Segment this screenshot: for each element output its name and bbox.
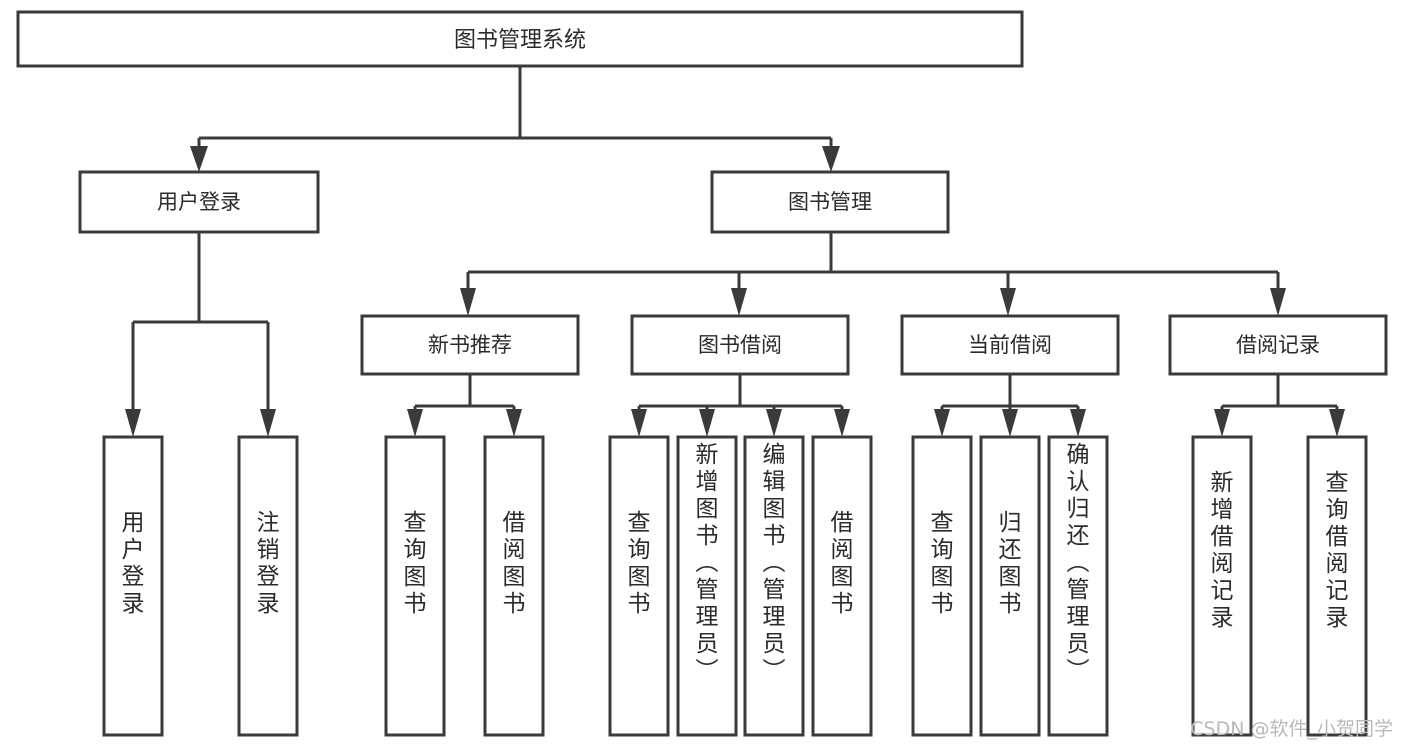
connector-group-current-borrow (934, 374, 1086, 437)
node-current-borrow-label: 当前借阅 (968, 333, 1052, 357)
leaf-query-book-3-label: 查询图书 (931, 510, 954, 617)
arrow-head-leaf-borrow-book-1 (506, 409, 522, 437)
node-book-borrow-box[interactable] (630, 314, 850, 376)
leaf-query-book-2[interactable]: 查询图书 (608, 435, 670, 737)
leaf-query-borrow-record-box[interactable] (1306, 435, 1368, 737)
leaf-add-book-admin[interactable]: 新增图书︵管理员︶ (676, 435, 738, 737)
leaf-return-book-box[interactable] (979, 435, 1041, 737)
arrow-head-to-book-manage (822, 146, 840, 172)
leaf-return-book[interactable]: 归还图书 (979, 435, 1041, 737)
node-user-login-label: 用户登录 (157, 190, 241, 214)
leaf-add-borrow-record-box[interactable] (1191, 435, 1253, 737)
connector-group-book-manage (460, 232, 1286, 316)
leaf-user-logout-box[interactable] (237, 435, 299, 737)
connector-group-root (190, 66, 840, 172)
arrow-head-leaf-user-login (125, 409, 141, 437)
connector-group-borrow-record (1214, 374, 1345, 437)
node-new-book-recommend[interactable]: 新书推荐 (360, 314, 580, 376)
leaf-query-book-1[interactable]: 查询图书 (384, 435, 446, 737)
node-user-login-box[interactable] (78, 170, 320, 234)
arrow-head-to-current-borrow (1000, 288, 1016, 316)
leaf-query-book-3-box[interactable] (911, 435, 973, 737)
arrow-head-leaf-query-book-2 (631, 409, 647, 437)
arrow-head-leaf-add-book-admin (699, 409, 715, 437)
node-root-box[interactable] (16, 10, 1024, 68)
leaf-add-borrow-record-label: 新增借阅记录 (1211, 470, 1234, 631)
node-root[interactable]: 图书管理系统 (16, 10, 1024, 68)
arrow-head-leaf-return-book (1002, 409, 1018, 437)
node-borrow-record-box[interactable] (1168, 314, 1388, 376)
node-new-book-recommend-box[interactable] (360, 314, 580, 376)
node-book-manage-box[interactable] (710, 170, 950, 234)
node-current-borrow-box[interactable] (900, 314, 1120, 376)
arrow-head-leaf-confirm-return (1070, 409, 1086, 437)
leaf-query-book-1-label: 查询图书 (404, 510, 427, 617)
arrow-head-leaf-query-borrow-record (1329, 409, 1345, 437)
leaf-query-book-2-label: 查询图书 (628, 510, 651, 617)
leaf-add-borrow-record[interactable]: 新增借阅记录 (1191, 435, 1253, 737)
leaf-user-logout-label: 注销登录 (257, 510, 280, 617)
leaf-add-book-admin-box[interactable] (676, 435, 738, 737)
node-book-borrow[interactable]: 图书借阅 (630, 314, 850, 376)
arrow-head-leaf-query-book-1 (407, 409, 423, 437)
arrow-head-leaf-query-book-3 (934, 409, 950, 437)
leaf-borrow-book-2[interactable]: 借阅图书 (811, 435, 873, 737)
leaf-query-borrow-record-label: 查询借阅记录 (1326, 470, 1349, 631)
node-root-label: 图书管理系统 (454, 28, 586, 53)
leaf-confirm-return-admin-label: 确认归还︵管理员︶ (1067, 442, 1090, 684)
leaf-query-book-1-box[interactable] (384, 435, 446, 737)
node-current-borrow[interactable]: 当前借阅 (900, 314, 1120, 376)
leaf-user-login[interactable]: 用户登录 (102, 435, 164, 737)
arrow-head-to-new-book-recommend (460, 288, 476, 316)
node-book-manage[interactable]: 图书管理 (710, 170, 950, 234)
csdn-watermark: CSDN @软件_小贺同学 (1190, 718, 1393, 740)
leaf-edit-book-admin-label: 编辑图书︵管理员︶ (763, 442, 786, 684)
leaf-borrow-book-2-box[interactable] (811, 435, 873, 737)
arrow-head-leaf-edit-book-admin (766, 409, 782, 437)
leaf-confirm-return-admin[interactable]: 确认归还︵管理员︶ (1047, 435, 1109, 737)
leaf-borrow-book-1-label: 借阅图书 (503, 510, 526, 617)
leaf-borrow-book-1-box[interactable] (483, 435, 545, 737)
leaf-borrow-book-2-label: 借阅图书 (831, 510, 854, 617)
connector-group-user-login (125, 232, 276, 437)
connector-group-book-borrow (631, 374, 850, 437)
node-book-manage-label: 图书管理 (788, 190, 872, 214)
leaf-edit-book-admin[interactable]: 编辑图书︵管理员︶ (743, 435, 805, 737)
node-borrow-record[interactable]: 借阅记录 (1168, 314, 1388, 376)
leaf-query-book-3[interactable]: 查询图书 (911, 435, 973, 737)
connector-group-new-book-recommend (407, 374, 522, 437)
leaf-query-borrow-record[interactable]: 查询借阅记录 (1306, 435, 1368, 737)
arrow-head-leaf-add-borrow-record (1214, 409, 1230, 437)
arrow-head-to-user-login (190, 146, 208, 172)
leaf-edit-book-admin-box[interactable] (743, 435, 805, 737)
node-user-login[interactable]: 用户登录 (78, 170, 320, 234)
arrow-head-to-book-borrow (731, 288, 747, 316)
node-borrow-record-label: 借阅记录 (1236, 333, 1320, 357)
arrow-head-to-borrow-record (1270, 288, 1286, 316)
arrow-head-leaf-borrow-book-2 (834, 409, 850, 437)
leaf-add-book-admin-label: 新增图书︵管理员︶ (696, 442, 719, 684)
leaf-borrow-book-1[interactable]: 借阅图书 (483, 435, 545, 737)
leaf-query-book-2-box[interactable] (608, 435, 670, 737)
leaf-user-logout[interactable]: 注销登录 (237, 435, 299, 737)
leaf-user-login-label: 用户登录 (122, 510, 145, 617)
leaf-confirm-return-admin-box[interactable] (1047, 435, 1109, 737)
arrow-head-leaf-user-logout (260, 409, 276, 437)
node-book-borrow-label: 图书借阅 (698, 333, 782, 357)
leaf-return-book-label: 归还图书 (999, 510, 1022, 617)
node-new-book-recommend-label: 新书推荐 (428, 333, 512, 357)
leaf-user-login-box[interactable] (102, 435, 164, 737)
